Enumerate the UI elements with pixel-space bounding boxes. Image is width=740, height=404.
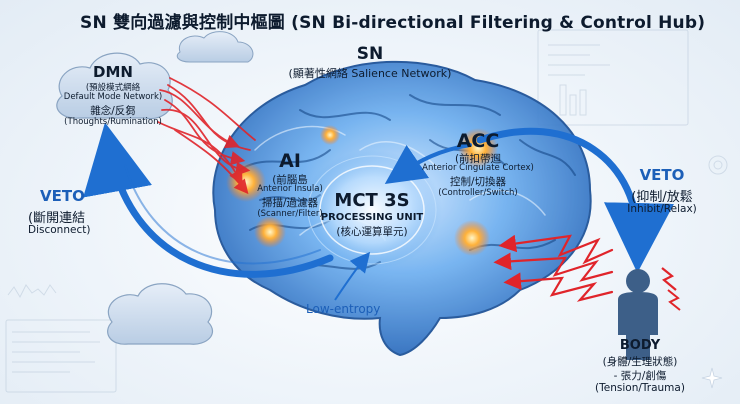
acc-en: Anterior Cingulate Cortex): [422, 163, 534, 173]
body-label: BODY: [619, 338, 661, 353]
acc-zh: (前扣帶迴: [454, 153, 502, 165]
acc-label: ACC: [456, 130, 500, 152]
ai-label: AI: [279, 150, 301, 172]
sn-en: Salience Network): [351, 67, 452, 80]
background-ui-panel-left: [5, 284, 117, 393]
body-zh: (身體/生理狀態): [602, 356, 678, 368]
sparkle-icon: [701, 367, 723, 389]
low-entropy-arrow: [334, 251, 371, 301]
ai-zh: (前腦島: [272, 174, 308, 186]
background-ui-panel-right: [537, 29, 728, 175]
diagram-title: SN 雙向過濾與控制中樞圖 (SN Bi-directional Filteri…: [80, 13, 706, 33]
veto-left-zh: (斷開連結: [28, 211, 86, 226]
dmn-label: DMN: [93, 63, 133, 81]
red-arrows-dmn: [157, 77, 256, 195]
mct-label: MCT 3S: [334, 190, 410, 211]
dmn-desc-zh: 雜念/反芻: [90, 105, 136, 117]
body-en: (Tension/Trauma): [595, 382, 685, 394]
acc-to-core-arrow: [384, 143, 472, 185]
cloud-top: [176, 31, 254, 63]
ai-en: Anterior Insula): [257, 184, 323, 194]
veto-left-label: VETO: [40, 187, 85, 205]
mct-en: PROCESSING UNIT: [320, 212, 424, 223]
veto-right-en: Inhibit/Relax): [627, 203, 697, 215]
dmn-zh: (預設模式網絡: [85, 83, 141, 93]
sn-label: SN: [356, 44, 384, 64]
veto-arrow-right: [476, 127, 674, 273]
low-entropy-label: Low-entropy: [306, 302, 381, 316]
body-figure: [618, 267, 681, 360]
acc-role-zh: 控制/切換器: [449, 176, 507, 188]
ai-role-zh: 掃描/過濾器: [261, 197, 319, 209]
veto-right-label: VETO: [639, 166, 685, 184]
cloud-dmn: [56, 52, 173, 120]
dmn-en: Default Mode Network): [63, 92, 163, 102]
veto-right-zh: (抑制/放鬆: [631, 190, 693, 205]
ai-role-en: (Scanner/Filter): [257, 209, 323, 219]
acc-role-en: (Controller/Switch): [438, 188, 518, 198]
mct-zh: (核心運算單元): [336, 226, 408, 238]
sn-zh: (顯著性網絡: [288, 67, 348, 80]
body-zh2: - 張力/創傷: [613, 370, 667, 382]
dmn-desc-en: (Thoughts/Rumination): [64, 117, 162, 127]
veto-arrow-left: [83, 122, 334, 278]
cloud-bottom: [107, 283, 214, 345]
sn-subtitle: (顯著性網絡 Salience Network): [289, 65, 452, 81]
veto-left-en: Disconnect): [28, 224, 91, 236]
red-arrows-body: [493, 234, 614, 302]
